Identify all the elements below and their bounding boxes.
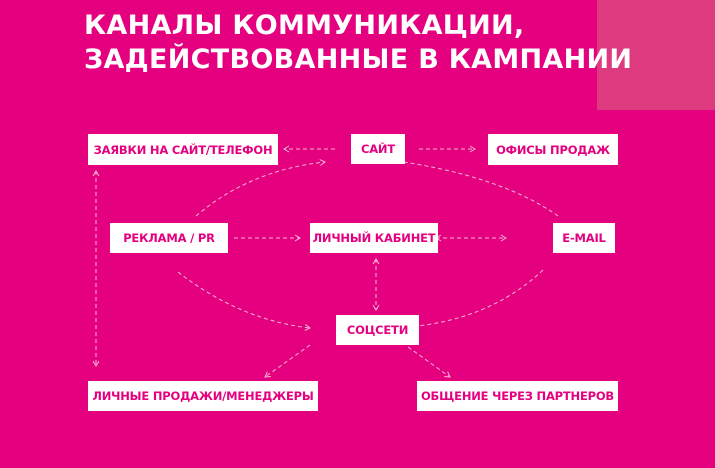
page-title: КАНАЛЫ КОММУНИКАЦИИ, ЗАДЕЙСТВОВАННЫЕ В К…	[84, 9, 632, 77]
node-email: E-MAIL	[553, 223, 615, 253]
node-partners: ОБЩЕНИЕ ЧЕРЕЗ ПАРТНЕРОВ	[417, 381, 618, 411]
arrow-social-to-personal-sales	[264, 344, 311, 378]
arrow-email-to-social	[407, 269, 544, 331]
arrow-ads-to-site	[195, 159, 326, 217]
arrow-ads-to-social	[177, 271, 311, 331]
node-personal-sales: ЛИЧНЫЕ ПРОДАЖИ/МЕНЕДЖЕРЫ	[88, 381, 318, 411]
decorative-square	[597, 0, 715, 110]
node-social: СОЦСЕТИ	[336, 315, 419, 345]
arrow-email-to-site	[389, 157, 559, 217]
node-offices: ОФИСЫ ПРОДАЖ	[488, 134, 618, 165]
title-line-2: ЗАДЕЙСТВОВАННЫЕ В КАМПАНИИ	[84, 44, 633, 75]
node-requests: ЗАЯВКИ НА САЙТ/ТЕЛЕФОН	[88, 134, 278, 165]
arrow-social-to-partners	[407, 346, 451, 378]
node-account: ЛИЧНЫЙ КАБИНЕТ	[310, 223, 438, 253]
title-line-1: КАНАЛЫ КОММУНИКАЦИИ,	[84, 10, 525, 41]
node-site: САЙТ	[351, 134, 405, 164]
node-ads: РЕКЛАМА / PR	[110, 223, 228, 253]
